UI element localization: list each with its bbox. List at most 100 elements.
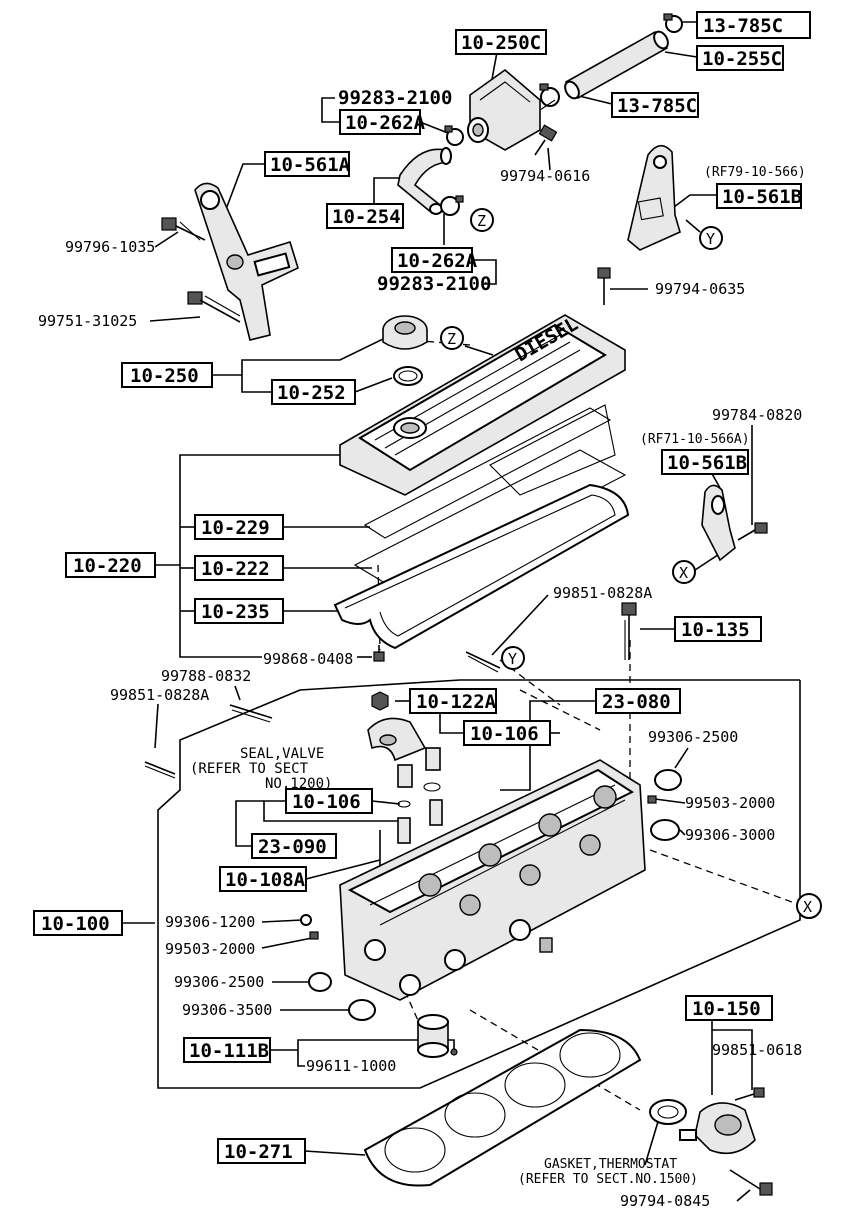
seal-10-252: [393, 366, 423, 386]
bolt-99784-0820: [737, 522, 768, 541]
callout-circles: Z Y Z X Y X: [440, 208, 822, 919]
part-illustrations: DIESEL: [144, 13, 773, 1196]
label-seal-valve-line3: NO.1200): [265, 776, 332, 792]
label-10-229: 10-229: [201, 517, 270, 539]
bolt-99794-0616: [534, 124, 558, 156]
label-23-080: 23-080: [602, 691, 671, 713]
label-99851-0828A-top: 99851-0828A: [553, 584, 652, 602]
plug-99306-3500: [348, 999, 376, 1021]
callout-y1: Y: [706, 230, 715, 248]
callout-circle-x2: [796, 893, 822, 919]
callout-circle-z2: [440, 326, 464, 350]
head-bolt-10-135: [621, 602, 637, 660]
hose-clamp-10-262A-bottom: [440, 195, 464, 216]
cylinder-head-10-100: [339, 759, 646, 1001]
gasket-10-235: [333, 483, 630, 650]
label-99851-0828A-left: 99851-0828A: [110, 686, 209, 704]
label-10-108A: 10-108A: [225, 869, 306, 891]
label-13-785C-mid: 13-785C: [617, 95, 697, 117]
label-10-262A-top: 10-262A: [345, 112, 426, 134]
water-hose-10-255C: [564, 30, 669, 100]
camshaft-cap: [367, 717, 427, 762]
stud-99788-0832: [229, 704, 273, 723]
plain-part-labels: 99283-2100 99794-0616 (RF79-10-566) 9979…: [38, 87, 806, 1210]
stud-99851-0828A-left: [144, 761, 176, 779]
label-10-222: 10-222: [201, 558, 270, 580]
thermostat-gasket: [649, 1099, 687, 1125]
bracket-10-561A: [194, 182, 299, 341]
valve-guides-and-seals: [379, 747, 443, 870]
label-10-250: 10-250: [130, 365, 199, 387]
callout-y2: Y: [508, 650, 517, 668]
label-99306-2500-right: 99306-2500: [648, 728, 738, 746]
label-99794-0616: 99794-0616: [500, 167, 590, 185]
label-99751-31025: 99751-31025: [38, 312, 137, 330]
label-10-106-b: 10-106: [292, 791, 361, 813]
label-99283-2100-top: 99283-2100: [338, 87, 452, 109]
plug-99503-2000-right: [647, 795, 657, 804]
plug-99306-3000: [650, 819, 680, 841]
plug-99306-2500-right: [654, 769, 682, 791]
bolt-99868-0408: [373, 645, 385, 662]
label-99784-0820: 99784-0820: [712, 406, 802, 424]
label-23-090: 23-090: [258, 836, 327, 858]
label-10-262A-bottom: 10-262A: [397, 250, 478, 272]
label-10-254: 10-254: [332, 206, 401, 228]
label-10-220: 10-220: [73, 555, 142, 577]
callout-circle-y1: [699, 226, 723, 250]
boxed-part-labels: 13-785C 10-250C 10-255C 10-262A 13-785C …: [33, 11, 811, 1164]
label-10-150: 10-150: [692, 998, 761, 1020]
label-10-561B-top: 10-561B: [722, 186, 802, 208]
plug-99306-1200: [300, 914, 312, 926]
bolt-99751-31025: [187, 291, 241, 323]
label-gasket-thermostat-line2: (REFER TO SECT.NO.1500): [518, 1172, 698, 1187]
label-seal-valve-line1: SEAL,VALVE: [240, 746, 324, 762]
label-10-235: 10-235: [201, 601, 270, 623]
label-10-122A: 10-122A: [416, 691, 497, 713]
label-99794-0635: 99794-0635: [655, 280, 745, 298]
label-99306-3500: 99306-3500: [182, 1001, 272, 1019]
nut-10-122A: [371, 691, 389, 711]
gasket-10-229: [363, 404, 616, 539]
bracket-10-561B-mid: [701, 484, 736, 562]
label-10-255C: 10-255C: [702, 48, 782, 70]
plug-99306-2500-left: [308, 972, 332, 992]
label-10-111B: 10-111B: [189, 1040, 269, 1062]
label-99503-2000-left: 99503-2000: [165, 940, 255, 958]
oil-filler-cap-10-250: [382, 315, 428, 350]
label-99788-0832: 99788-0832: [161, 667, 251, 685]
label-10-100: 10-100: [41, 913, 110, 935]
bolt-99851-0618: [734, 1087, 765, 1101]
label-10-135: 10-135: [681, 619, 750, 641]
bolt-99794-0635: [597, 267, 611, 305]
head-gasket-10-271: [363, 1028, 642, 1187]
label-10-561A: 10-561A: [270, 154, 351, 176]
water-outlet-10-250C: [467, 68, 556, 151]
label-99306-3000: 99306-3000: [685, 826, 775, 844]
label-seal-valve-line2: (REFER TO SECT: [190, 761, 309, 777]
label-99794-0845: 99794-0845: [620, 1192, 710, 1210]
label-99868-0408: 99868-0408: [263, 650, 353, 668]
thermostat-housing-10-150: [679, 1102, 756, 1155]
callout-circle-y2: [501, 646, 525, 670]
label-10-271: 10-271: [224, 1141, 293, 1163]
hose-clamp-mid: [539, 83, 560, 107]
label-10-250C: 10-250C: [461, 32, 541, 54]
label-99306-2500-left: 99306-2500: [174, 973, 264, 991]
label-10-106-a: 10-106: [470, 723, 539, 745]
callout-z1: Z: [477, 212, 486, 230]
label-rf79-10-566: (RF79-10-566): [704, 165, 806, 180]
callout-x2: X: [803, 898, 812, 916]
label-13-785C-top: 13-785C: [703, 15, 783, 37]
callout-x1: X: [679, 564, 688, 582]
bolt-99794-0845: [729, 1169, 773, 1196]
label-99796-1035: 99796-1035: [65, 238, 155, 256]
label-rf71-10-566A: (RF71-10-566A): [640, 432, 750, 447]
label-99306-1200: 99306-1200: [165, 913, 255, 931]
label-99851-0618: 99851-0618: [712, 1041, 802, 1059]
bracket-10-561B-top: [627, 144, 681, 251]
cylinder-head-cover: DIESEL: [339, 313, 626, 496]
label-99283-2100-bottom: 99283-2100: [377, 273, 491, 295]
hose-clamp-top: [663, 13, 683, 33]
